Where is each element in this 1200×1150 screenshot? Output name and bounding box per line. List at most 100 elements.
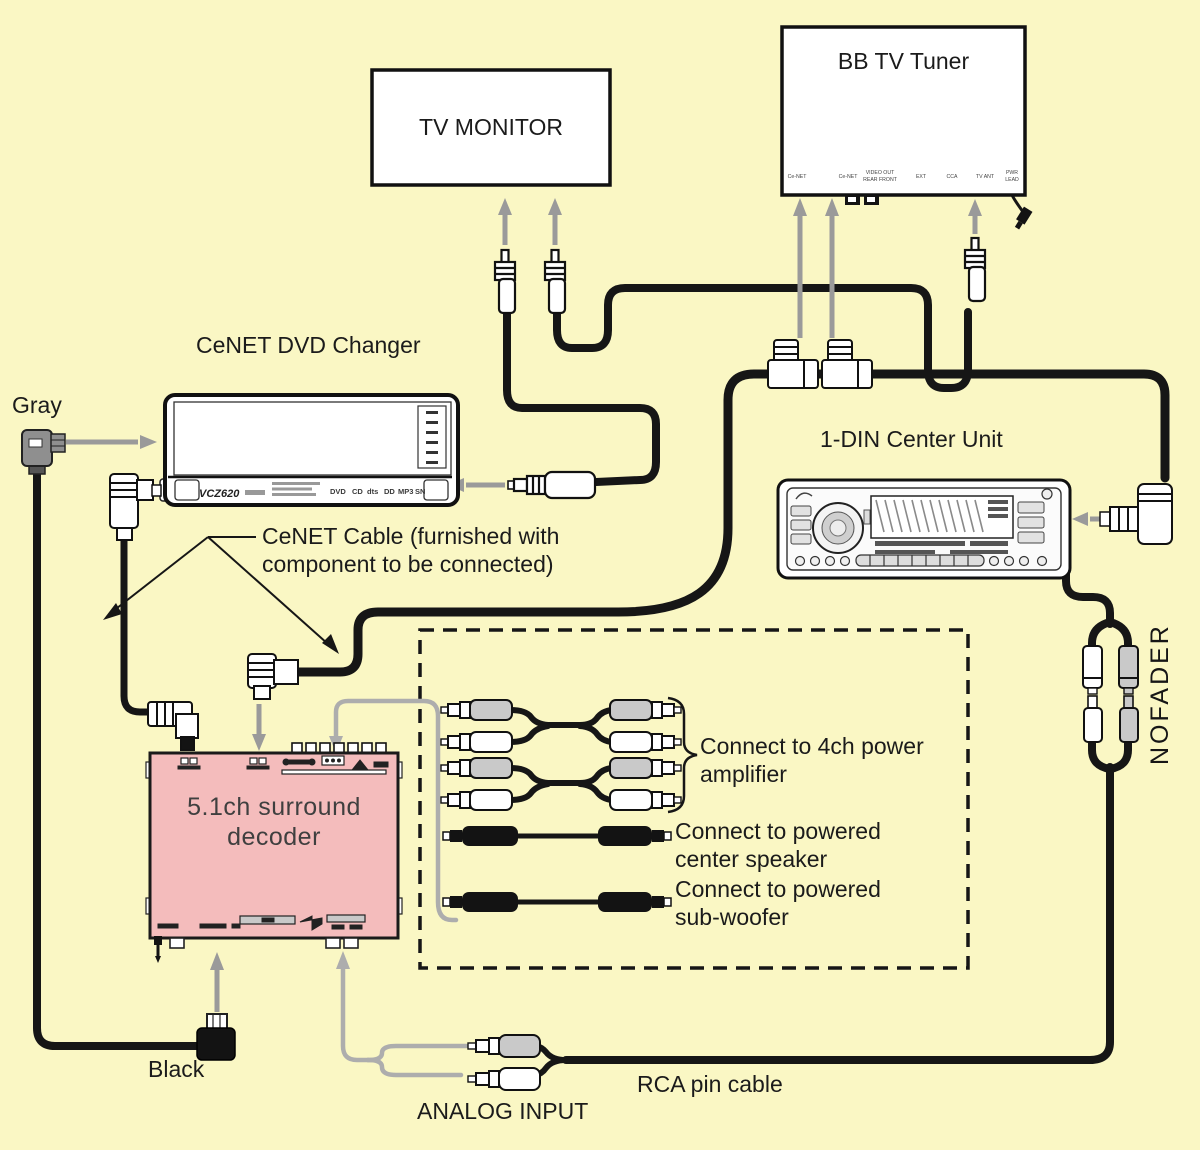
cable-cenet-main [287,369,1170,677]
changer-model-text: VCZ620 [199,488,240,500]
changer-fineprint [272,482,320,496]
headunit-display-text-marks [875,500,1008,554]
nofader-label: NOFADER [1146,623,1174,765]
changer-tab-right [423,479,449,501]
arrow-monitor-right [548,198,562,245]
amp-cable-pair-1 [440,699,682,753]
arrow-tuner-rca [968,199,982,234]
surround-decoder [145,742,403,963]
connect-amp-line2: amplifier [700,761,787,787]
nofader-branch-right-top [1106,618,1132,656]
black-plug-label: Black [148,1056,205,1082]
tuner-power-pigtail [1010,193,1025,214]
cenet-cable-note-line2: component to be connected) [262,551,554,577]
rca-plug-analog-gray [467,1034,541,1058]
headunit-cenet-elbow [1099,483,1173,545]
tuner-power-plug [1014,206,1033,230]
connect-sub-line1: Connect to powered [675,876,881,902]
cable-headunit-down [1062,566,1114,628]
logo-mark: DD [384,487,395,496]
headunit-left-buttons [790,505,812,545]
headunit-bottom-row [794,554,1048,567]
head-unit [776,478,1072,580]
rca-plug-analog-white [467,1067,541,1091]
headunit-right-buttons [1017,501,1045,544]
cenet-dvd-changer-label: CeNET DVD Changer [196,332,421,358]
connect-amp-line1: Connect to 4ch power [700,733,924,759]
center-unit-label: 1-DIN Center Unit [820,426,1003,452]
decoder-top-ports [177,755,389,775]
rca-plug-amp-rl [440,757,513,779]
changer-face [173,401,452,476]
guide-bracket-dashedbox [333,698,459,923]
tuner-body [780,25,1027,197]
arrow-gray-to-changer [66,435,157,449]
arrow-tuner-cenet2 [825,198,839,338]
changer-disc-panel [417,405,447,469]
tuner-port-label: PWR [1006,170,1018,176]
rca-plug-amp-fr2 [609,731,682,753]
gray-guides [333,698,469,1078]
tuner-port-label: LEAD [1005,177,1019,183]
decoder-bottom-tabs [169,937,359,949]
amp-cable-pair-2 [440,757,682,811]
arrow-monitor-left [498,198,512,245]
nofader-jacks [1082,645,1139,743]
rca-plug-amp-rr2 [609,789,682,811]
rca-plug-amp-fl2 [609,699,682,721]
logo-mark: DVD [330,487,346,496]
tuner-port-jack-slot [848,197,856,202]
cables [33,193,1170,1079]
arrow-tuner-cenet1 [793,198,807,338]
rca-plug-amp-fr [440,731,513,753]
guide-analog-riser [340,963,371,1063]
connect-sub-line2: sub-woofer [675,904,789,930]
arrow-cenet-into-decoder [252,704,266,751]
connect-center-line2: center speaker [675,846,828,872]
bb-tv-tuner-label: BB TV Tuner [837,48,970,74]
rca-plug-amp-rr [440,789,513,811]
changer-brand-mark [245,490,265,495]
tv-monitor-label: TV MONITOR [419,114,563,140]
sub-woofer-cable [442,892,672,912]
tuner-port-label: Ce-NET [788,174,808,180]
changer-cenet-elbow [109,473,162,541]
rca-plug-to-changer [507,470,597,500]
tv-monitor-box [370,68,612,187]
cenet-leader-lines [103,536,339,654]
tuner-port-label: REAR FRONT [863,177,898,183]
rca-plug-monitor-left [493,248,517,315]
changer-logo-marks: DVD CD dts DD MP3 SN [330,487,425,496]
rca-plug-amp-rl2 [609,757,682,779]
decoder-topleft-elbow [147,701,199,751]
cable-monitor-to-changer [503,306,660,486]
headunit-display-hatch [875,499,984,533]
decoder-body [148,751,400,940]
guide-analog-bottom [365,1057,464,1078]
guide-analog-arrowhead [336,951,350,969]
decoder-label-line2: decoder [227,823,321,851]
gray-cenet-connector [21,429,66,475]
decoder-antenna-pin [154,936,162,963]
logo-mark: dts [367,487,378,496]
rca-plug-tuner [963,236,987,303]
decoder-label-line1: 5.1ch surround [187,793,361,821]
cenet-cable-note-line1: CeNET Cable (furnished with [262,523,560,549]
changer-disc-indicators [426,411,438,464]
tuner-port-labels: Ce-NET Ce-NET VIDEO OUT REAR FRONT EXT C… [788,170,1019,183]
tuner-port-label: Ce-NET [839,174,859,180]
analog-input-label: ANALOG INPUT [417,1098,589,1124]
bb-tv-tuner-box: Ce-NET Ce-NET VIDEO OUT REAR FRONT EXT C… [780,25,1033,230]
optional-cables-dashed-box [418,628,970,970]
nofader-jack-right [1118,645,1139,743]
center-speaker-cable [442,826,672,846]
guide-analog-top [365,1043,469,1063]
rca-plug-amp-fl [440,699,513,721]
tuner-port-label: EXT [916,174,927,180]
tuner-cenet-connector-1 [767,339,819,389]
cable-monitor-to-tuner [553,284,972,392]
arrow-black-into-decoder [210,952,224,1012]
cable-rca-pin [562,763,1114,1064]
